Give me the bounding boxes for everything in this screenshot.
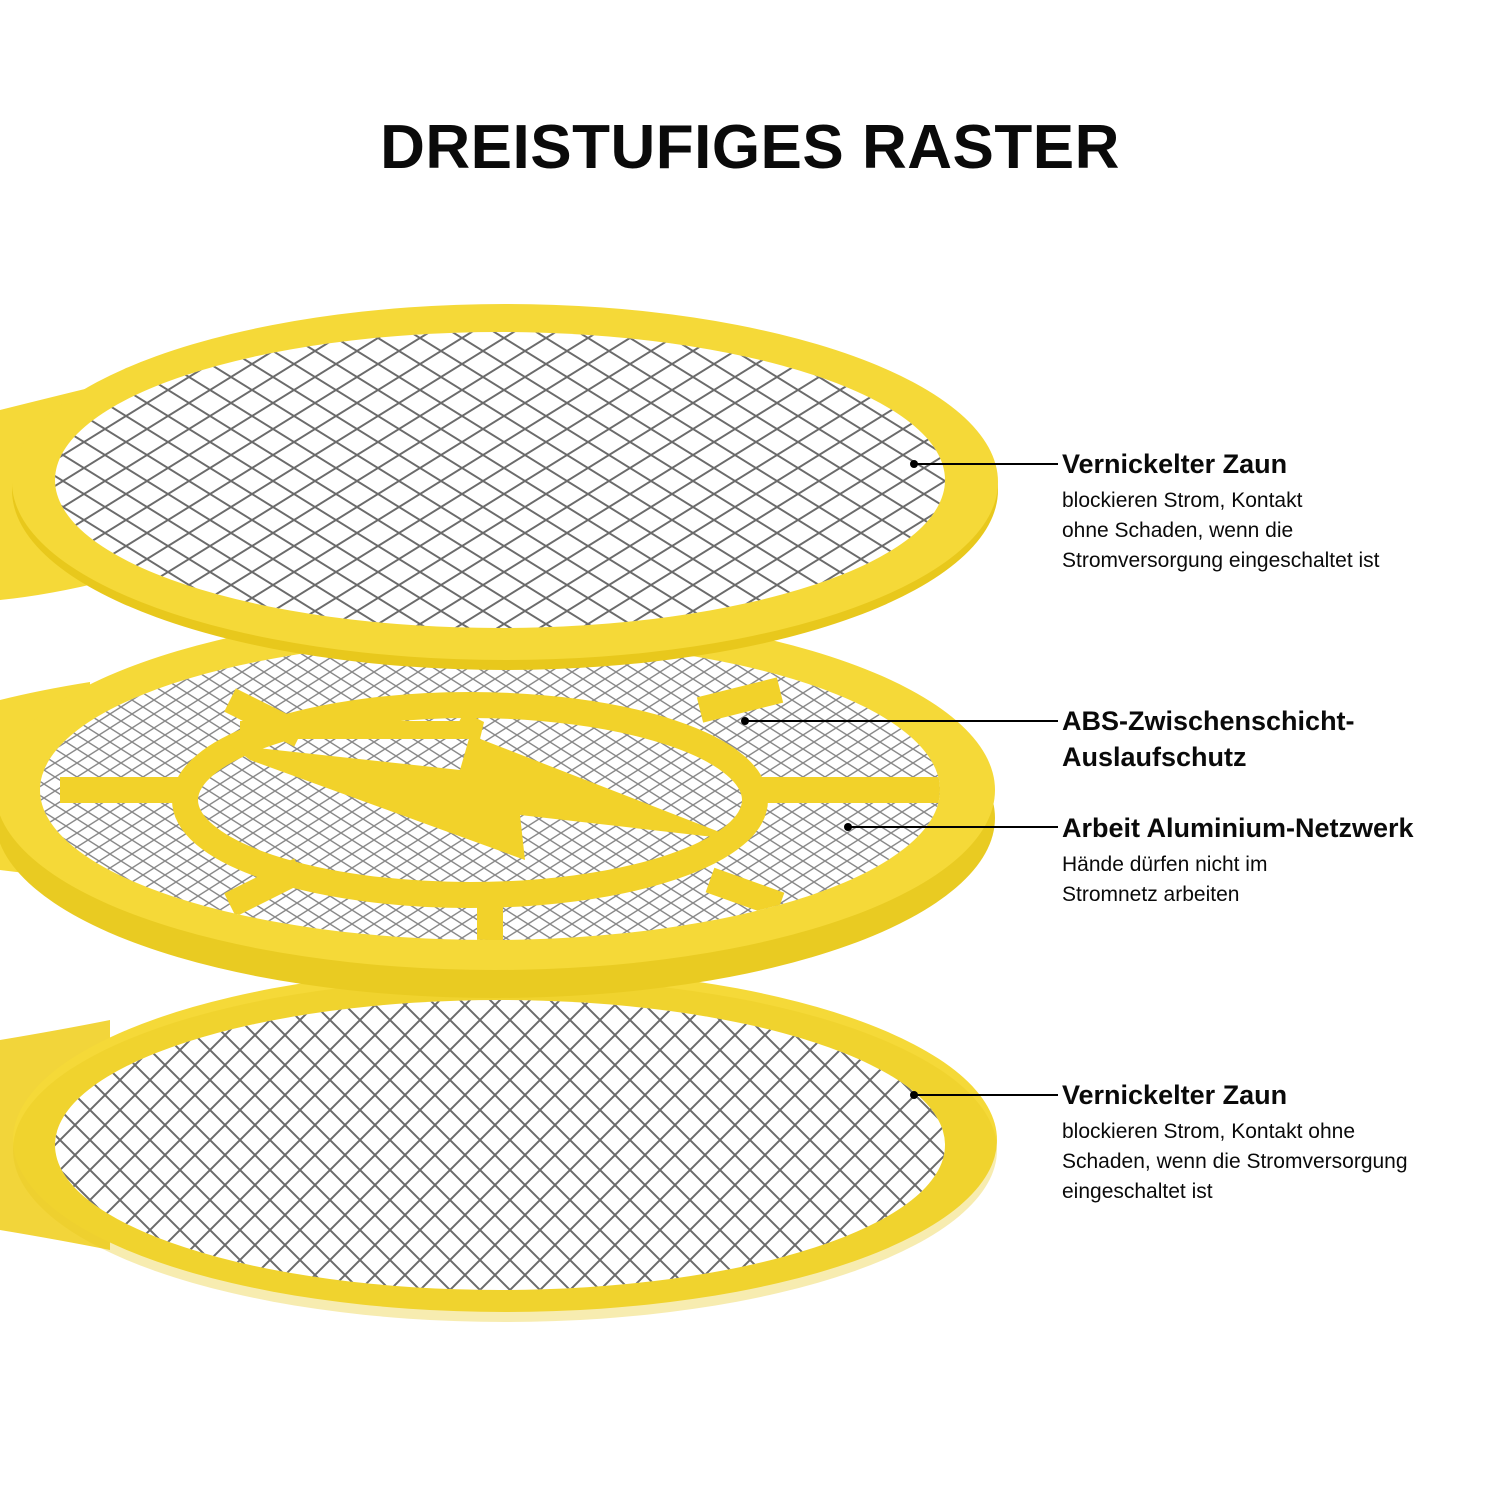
middle-layer-heading-1: ABS-Zwischenschicht- [1062,706,1355,736]
top-layer-label: Vernickelter Zaun blockieren Strom, Kont… [1062,446,1380,576]
bottom-layer-heading: Vernickelter Zaun [1062,1080,1288,1110]
top-racket [0,304,998,670]
mesh-layer-desc-2: Stromnetz arbeiten [1062,883,1240,906]
middle-racket [0,610,995,998]
top-layer-desc-1: blockieren Strom, Kontakt [1062,489,1303,512]
top-layer-desc-3: Stromversorgung eingeschaltet ist [1062,549,1380,572]
top-layer-desc-2: ohne Schaden, wenn die [1062,519,1294,542]
bottom-layer-label: Vernickelter Zaun blockieren Strom, Kont… [1062,1077,1408,1207]
top-layer-heading: Vernickelter Zaun [1062,449,1288,479]
mesh-layer-label: Arbeit Aluminium-Netzwerk Hände dürfen n… [1062,810,1414,910]
bottom-racket [0,968,997,1322]
middle-layer-heading-2: Auslaufschutz [1062,742,1247,772]
page-title: DREISTUFIGES RASTER [380,113,1120,182]
mesh-layer-desc-1: Hände dürfen nicht im [1062,853,1268,876]
bottom-layer-desc-2: Schaden, wenn die Stromversorgung [1062,1150,1408,1173]
mesh-layer-heading: Arbeit Aluminium-Netzwerk [1062,813,1414,843]
middle-layer-label: ABS-Zwischenschicht- Auslaufschutz [1062,703,1355,775]
bottom-layer-desc-3: eingeschaltet ist [1062,1180,1213,1203]
bottom-layer-desc-1: blockieren Strom, Kontakt ohne [1062,1120,1355,1143]
callout-lines [741,460,1058,1099]
